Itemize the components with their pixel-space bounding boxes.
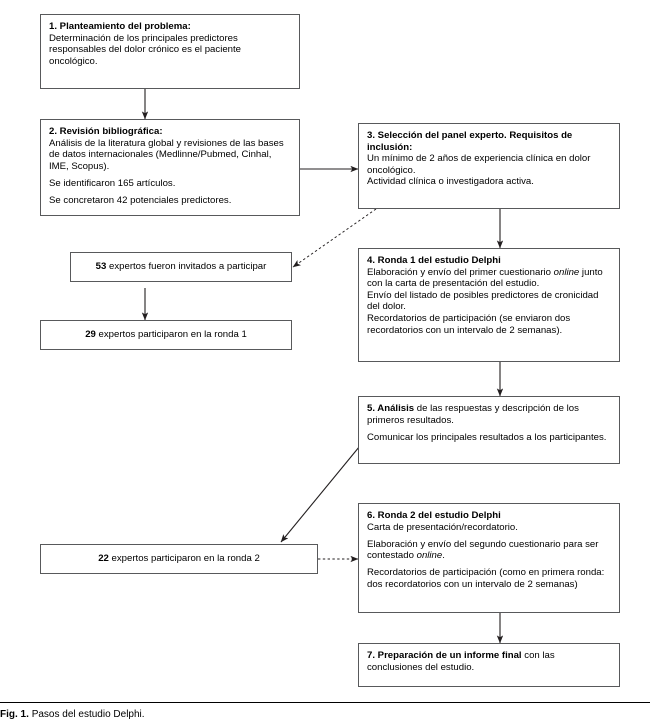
box-step3: 3. Selección del panel experto. Requisit… xyxy=(358,123,620,209)
box-step2: 2. Revisión bibliográfica: Análisis de l… xyxy=(40,119,300,216)
box-step4-body2: Envío del listado de posibles predictore… xyxy=(367,289,599,313)
box-step4-body3: Recordatorios de participación (se envia… xyxy=(367,312,571,336)
figure-caption-text: Pasos del estudio Delphi. xyxy=(31,709,145,720)
box-step3-heading: 3. Selección del panel experto. Requisit… xyxy=(367,130,573,153)
box-step4-body1-post: junto con la carta de presentación del e… xyxy=(367,266,603,290)
box-round2-experts: 22 expertos participaron en la ronda 2 xyxy=(40,544,318,574)
box-step5-heading-num: 5. Análisis xyxy=(367,403,415,414)
box-step5-body1: Comunicar los principales resultados a l… xyxy=(367,431,607,443)
box-invited-experts: 53 expertos fueron invitados a participa… xyxy=(70,252,292,282)
box-step4-body1-em: online xyxy=(553,266,580,278)
box-step4: 4. Ronda 1 del estudio Delphi Elaboració… xyxy=(358,248,620,362)
box-step5-heading-rest: de las respuestas y descripción de los p… xyxy=(367,403,579,426)
box-step7-heading: 7. Preparación de un informe final con l… xyxy=(367,650,611,673)
figure-caption: Fig. 1. Pasos del estudio Delphi. xyxy=(0,708,640,721)
box-step1-heading: 1. Planteamiento del problema: xyxy=(49,21,191,32)
invited-count: 53 xyxy=(95,261,107,273)
box-step7-heading-num: 7. Preparación de un informe final xyxy=(367,650,522,661)
figure-caption-label: Fig. 1. xyxy=(0,709,29,720)
box-step3-body2: Actividad clínica o investigadora activa… xyxy=(367,176,534,188)
invited-text: expertos fueron invitados a participar xyxy=(106,261,267,273)
box-step7-heading-rest: con las conclusiones del estudio. xyxy=(367,650,555,673)
round1-text: expertos participaron en la ronda 1 xyxy=(95,329,247,341)
box-step2-body1: Análisis de la literatura global y revis… xyxy=(49,137,284,172)
connector-step5-to-round2 xyxy=(280,440,365,543)
box-step6-body2-post: . xyxy=(442,550,445,562)
box-step6-body2-pre: Elaboración y envío del segundo cuestion… xyxy=(367,538,599,562)
box-step2-body3: Se concretaron 42 potenciales predictore… xyxy=(49,194,232,206)
round1-count: 29 xyxy=(85,329,96,341)
box-step4-body1-pre: Elaboración y envío del primer cuestiona… xyxy=(367,266,554,278)
box-step6-body2: Elaboración y envío del segundo cuestion… xyxy=(367,539,611,562)
box-step4-body1: Elaboración y envío del primer cuestiona… xyxy=(367,267,611,290)
box-step2-heading: 2. Revisión bibliográfica: xyxy=(49,126,163,137)
box-step6: 6. Ronda 2 del estudio Delphi Carta de p… xyxy=(358,503,620,613)
box-step6-heading: 6. Ronda 2 del estudio Delphi xyxy=(367,510,501,521)
box-step2-body2: Se identificaron 165 artículos. xyxy=(49,177,176,189)
box-step3-body1: Un mínimo de 2 años de experiencia clíni… xyxy=(367,153,591,176)
box-step4-heading: 4. Ronda 1 del estudio Delphi xyxy=(367,255,501,266)
box-step6-body2-em: online xyxy=(416,550,443,562)
box-round1-experts: 29 expertos participaron en la ronda 1 xyxy=(40,320,292,350)
box-step5: 5. Análisis de las respuestas y descripc… xyxy=(358,396,620,464)
box-step1-body1: Determinación de los principales predict… xyxy=(49,32,241,67)
box-step7: 7. Preparación de un informe final con l… xyxy=(358,643,620,687)
box-step6-body1: Carta de presentación/recordatorio. xyxy=(367,521,518,533)
round2-count: 22 xyxy=(98,553,109,565)
box-step5-heading: 5. Análisis de las respuestas y descripc… xyxy=(367,403,611,426)
box-step6-body3: Recordatorios de participación (como en … xyxy=(367,567,605,590)
box-step1: 1. Planteamiento del problema: Determina… xyxy=(40,14,300,89)
round2-text: expertos participaron en la ronda 2 xyxy=(108,553,260,565)
caption-divider xyxy=(0,702,650,703)
